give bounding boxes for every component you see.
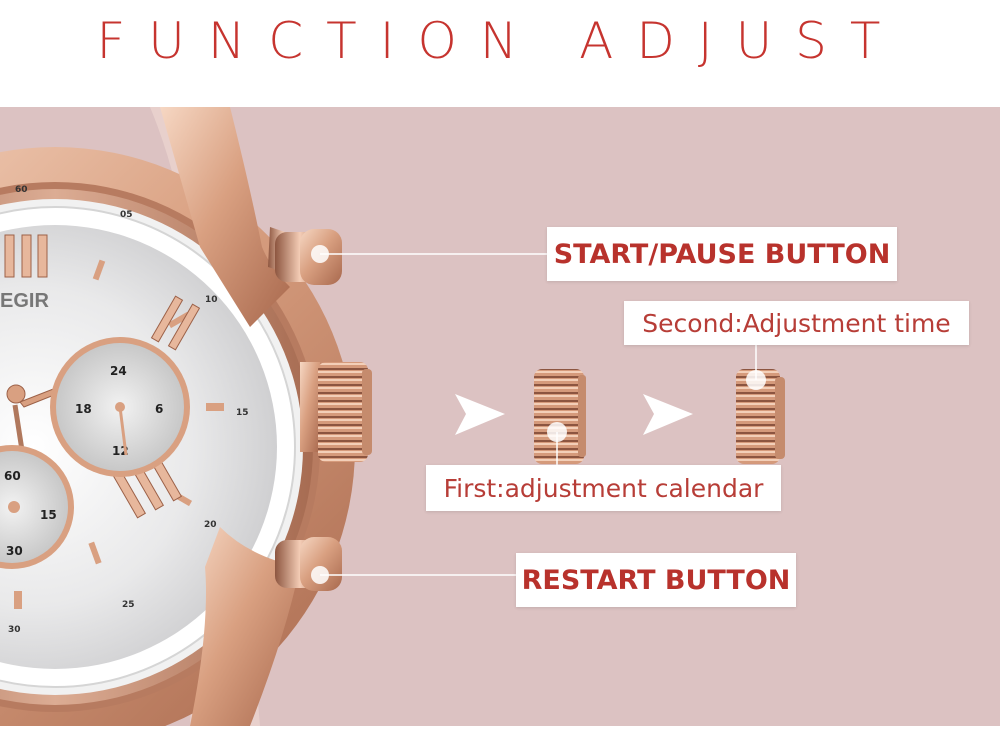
svg-text:25: 25 bbox=[122, 600, 135, 610]
svg-text:20: 20 bbox=[204, 520, 217, 530]
first-adjustment-label: First:adjustment calendar bbox=[426, 465, 781, 511]
svg-text:24: 24 bbox=[110, 364, 127, 378]
svg-text:10: 10 bbox=[205, 295, 218, 305]
bottom-margin bbox=[0, 726, 1000, 736]
crown bbox=[318, 362, 368, 462]
svg-text:05: 05 bbox=[120, 210, 133, 220]
restart-button-label: RESTART BUTTON bbox=[516, 553, 796, 607]
watch-illustration: 60 05 10 15 20 25 30 EGIR bbox=[0, 107, 785, 726]
svg-text:15: 15 bbox=[236, 408, 249, 418]
crown-position-1 bbox=[534, 369, 584, 464]
svg-text:15: 15 bbox=[40, 508, 57, 522]
svg-text:60: 60 bbox=[15, 185, 28, 195]
svg-text:18: 18 bbox=[75, 402, 92, 416]
arrow-right-icon bbox=[643, 394, 693, 435]
svg-text:30: 30 bbox=[8, 625, 21, 635]
page-title: FUNCTION ADJUST bbox=[96, 12, 904, 70]
sub-dial-left bbox=[0, 451, 68, 563]
arrow-right-icon bbox=[455, 394, 505, 435]
product-photo: 60 05 10 15 20 25 30 EGIR bbox=[0, 107, 1000, 726]
start-pause-button-label: START/PAUSE BUTTON bbox=[547, 227, 897, 281]
second-adjustment-label: Second:Adjustment time bbox=[624, 301, 969, 345]
crown-position-2 bbox=[736, 369, 780, 464]
svg-text:6: 6 bbox=[155, 402, 163, 416]
svg-text:EGIR: EGIR bbox=[0, 290, 49, 312]
svg-text:30: 30 bbox=[6, 544, 23, 558]
header: FUNCTION ADJUST bbox=[0, 0, 1000, 107]
svg-text:60: 60 bbox=[4, 469, 21, 483]
